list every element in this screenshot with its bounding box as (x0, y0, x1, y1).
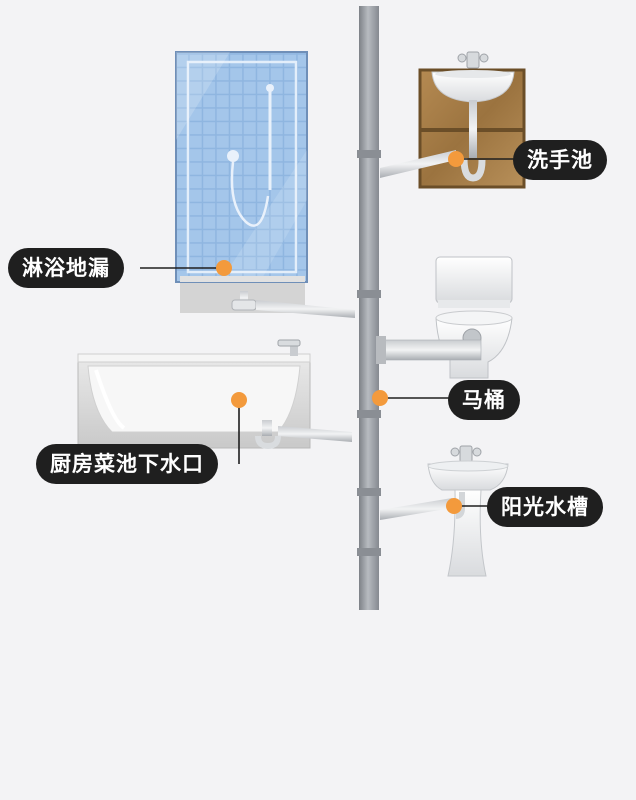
toilet-icon (376, 256, 513, 379)
shower-icon (175, 51, 355, 318)
pedestal-sink-icon (380, 445, 509, 577)
label-kitchen-sink-drain[interactable]: 厨房菜池下水口 (36, 444, 218, 484)
bathtub-icon (77, 339, 352, 450)
label-wash-basin[interactable]: 洗手池 (513, 140, 607, 180)
label-toilet[interactable]: 马桶 (448, 380, 520, 420)
label-shower-drain[interactable]: 淋浴地漏 (8, 248, 124, 288)
wash-basin-icon (380, 51, 526, 189)
plumbing-diagram (77, 6, 526, 610)
callout-markers (140, 151, 516, 514)
main-drain-pipe (357, 6, 381, 610)
label-balcony-sink[interactable]: 阳光水槽 (487, 487, 603, 527)
